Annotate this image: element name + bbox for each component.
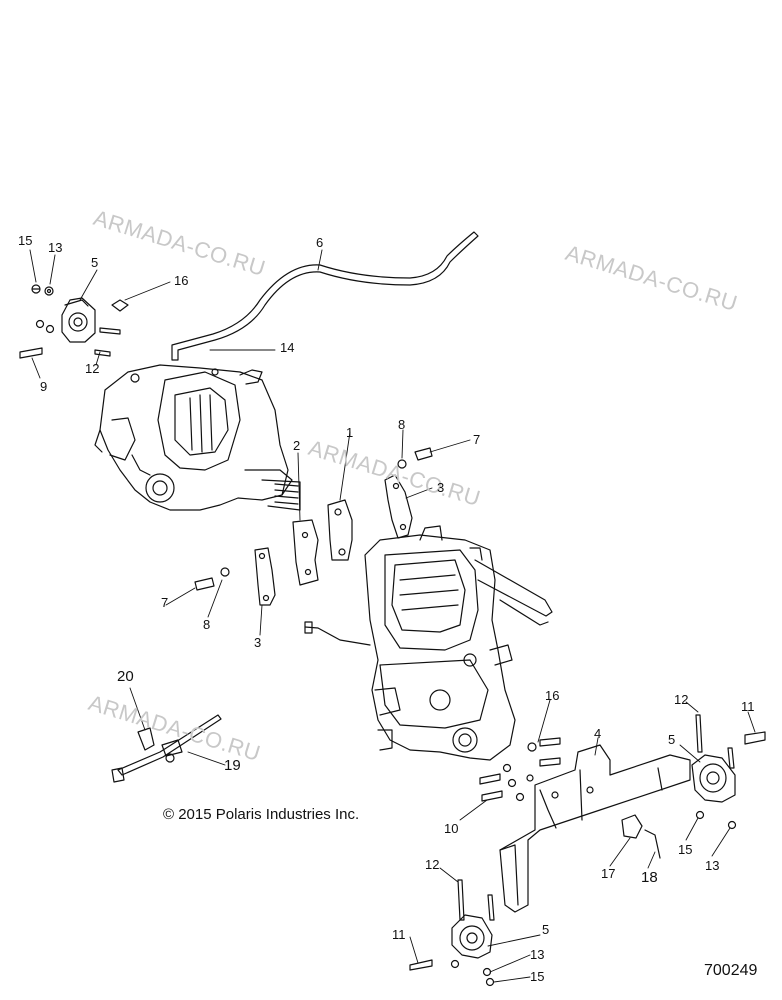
clip-17 xyxy=(621,814,661,859)
callout-4: 4 xyxy=(594,726,602,741)
callout-10: 10 xyxy=(444,821,459,836)
sensor-19-20 xyxy=(111,714,222,783)
transmission xyxy=(94,364,301,511)
bolt-7-lower xyxy=(194,577,215,591)
callout-1: 1 xyxy=(346,425,354,440)
callout-15: 15 xyxy=(678,842,693,857)
callout-8: 8 xyxy=(203,617,211,632)
bolt-7-upper xyxy=(414,447,433,461)
callout-12: 12 xyxy=(85,361,100,376)
callout-17: 17 xyxy=(601,866,616,881)
callout-19: 19 xyxy=(224,757,241,774)
callout-11: 11 xyxy=(392,927,406,942)
callout-13: 13 xyxy=(530,947,545,962)
frame-bracket-4 xyxy=(499,744,691,913)
leader-lines xyxy=(29,249,756,983)
callout-18: 18 xyxy=(641,869,658,886)
shift-cable xyxy=(171,231,479,361)
callout-2: 2 xyxy=(293,438,301,453)
callout-8: 8 xyxy=(398,417,406,432)
engine xyxy=(364,525,553,761)
mount-left xyxy=(61,297,96,343)
copyright-notice: © 2015 Polaris Industries Inc. xyxy=(163,806,360,823)
callout-15: 15 xyxy=(530,969,545,984)
callout-13: 13 xyxy=(705,858,720,873)
mount-right xyxy=(691,714,766,830)
plate-1 xyxy=(327,499,353,561)
callout-7: 7 xyxy=(473,432,481,447)
mount-bottom xyxy=(409,879,495,987)
callout-16: 16 xyxy=(545,688,560,703)
callout-12: 12 xyxy=(674,692,689,707)
callout-14: 14 xyxy=(280,340,295,355)
plate-3-lower xyxy=(254,547,276,606)
plate-2 xyxy=(292,519,319,586)
callout-5: 5 xyxy=(542,922,550,937)
callout-3: 3 xyxy=(437,480,445,495)
callout-3: 3 xyxy=(254,635,262,650)
callout-7: 7 xyxy=(161,595,169,610)
callout-5: 5 xyxy=(668,732,676,747)
fasteners-center xyxy=(479,737,561,802)
callout-11: 11 xyxy=(741,699,755,714)
plate-3-upper xyxy=(384,474,413,539)
callout-13: 13 xyxy=(48,240,63,255)
callout-15: 15 xyxy=(18,233,33,248)
callout-5: 5 xyxy=(91,255,99,270)
callout-6: 6 xyxy=(316,235,324,250)
figure-id: 700249 xyxy=(704,962,758,979)
callout-12: 12 xyxy=(425,857,440,872)
fasteners-left xyxy=(19,284,129,359)
callout-16: 16 xyxy=(174,273,189,288)
callout-9: 9 xyxy=(40,379,48,394)
harness xyxy=(304,626,371,646)
callout-20: 20 xyxy=(117,668,134,685)
